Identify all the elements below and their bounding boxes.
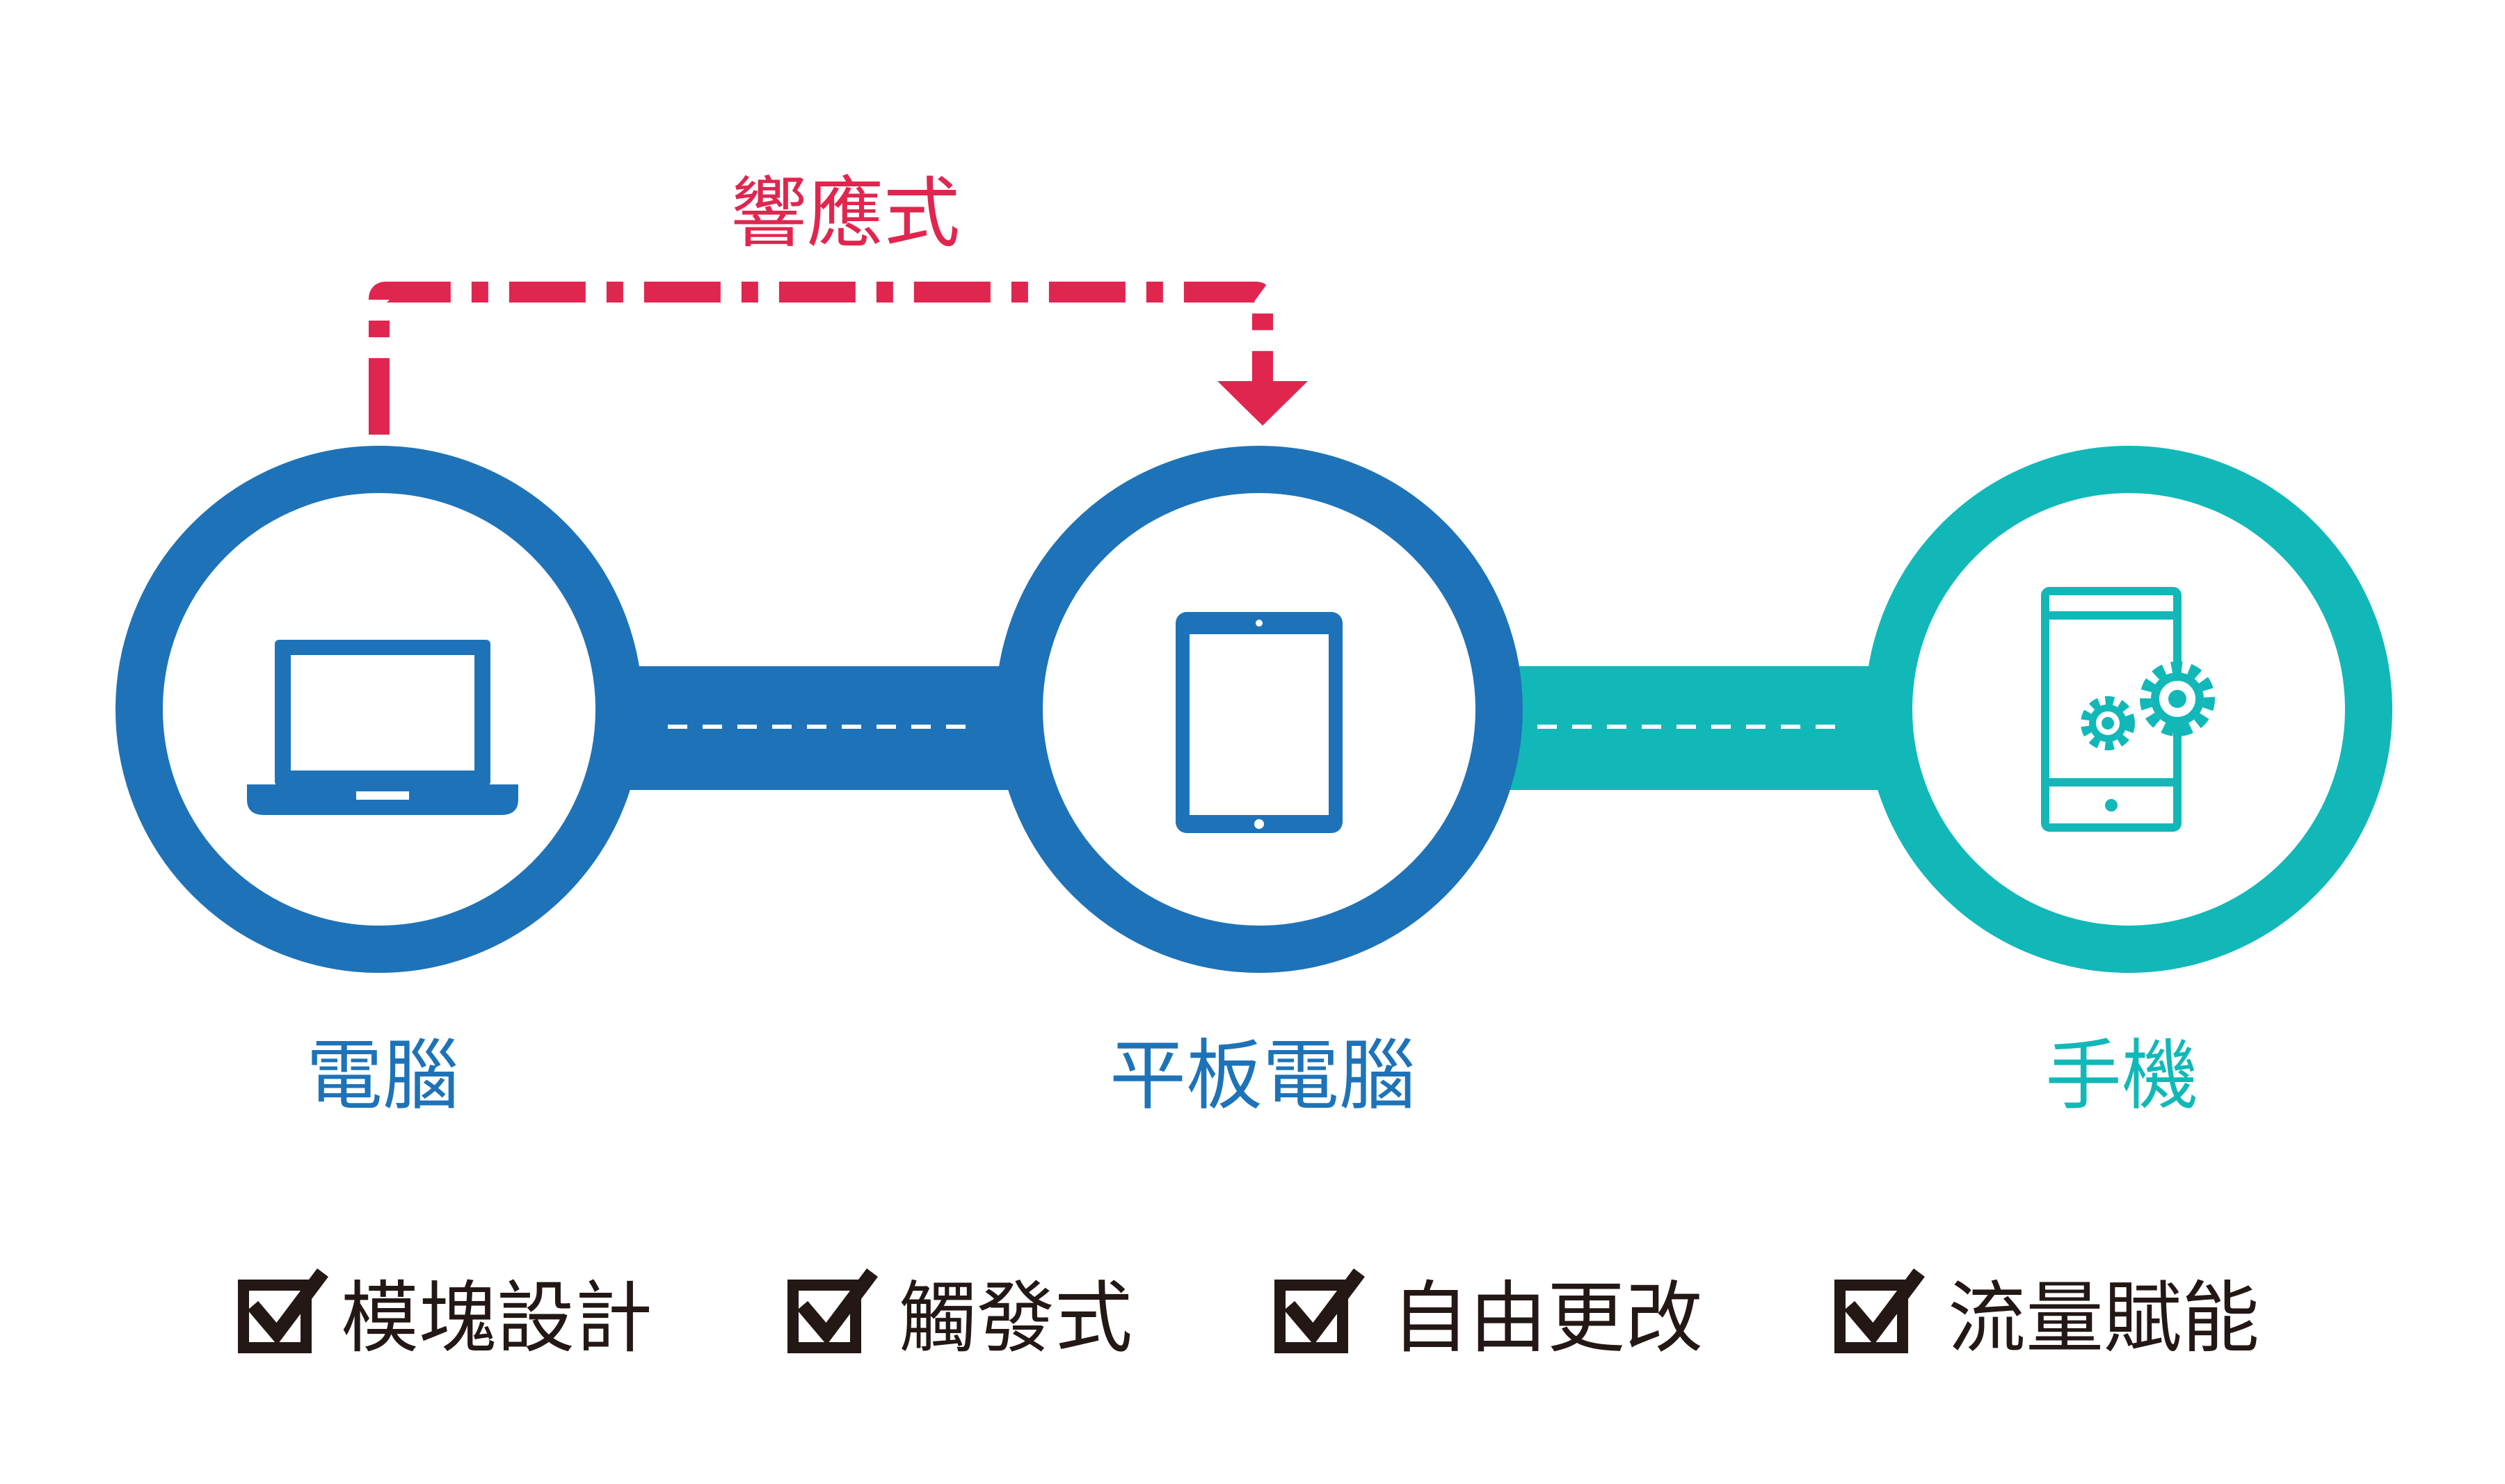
device-laptop bbox=[115, 446, 643, 973]
phone-gear-icon bbox=[2041, 587, 2215, 832]
feature-label: 流量賦能 bbox=[1948, 1273, 2259, 1364]
device-tablet bbox=[995, 446, 1523, 973]
device-label-laptop: 電腦 bbox=[306, 1031, 459, 1120]
phone-ring bbox=[1865, 446, 2392, 973]
tablet-icon bbox=[1176, 612, 1343, 833]
checkbox-checked-icon bbox=[1274, 1268, 1365, 1353]
responsive-arrow: 響應式 bbox=[369, 169, 1308, 435]
connector-tablet-phone bbox=[1489, 666, 1920, 790]
laptop-icon bbox=[247, 640, 518, 815]
feature-label: 自由更改 bbox=[1391, 1273, 1703, 1364]
responsive-arrow-head bbox=[1217, 381, 1308, 426]
feature-item-modular: 模塊設計 bbox=[238, 1268, 653, 1364]
checkbox-checked-icon bbox=[238, 1268, 328, 1353]
device-label-tablet: 平板電腦 bbox=[1110, 1031, 1416, 1120]
feature-label: 模塊設計 bbox=[341, 1273, 653, 1364]
feature-item-traffic: 流量賦能 bbox=[1834, 1268, 2259, 1364]
feature-item-trigger: 觸發式 bbox=[787, 1268, 1133, 1364]
checkbox-checked-icon bbox=[1834, 1268, 1925, 1353]
feature-label: 觸發式 bbox=[899, 1273, 1133, 1364]
device-phone bbox=[1865, 446, 2392, 973]
checkbox-checked-icon bbox=[787, 1268, 878, 1353]
responsive-dashdot-line bbox=[369, 282, 1273, 435]
device-label-phone: 手機 bbox=[2045, 1031, 2198, 1120]
connector-laptop-tablet bbox=[577, 666, 1030, 790]
feature-item-editable: 自由更改 bbox=[1274, 1268, 1703, 1364]
responsive-label: 響應式 bbox=[730, 169, 960, 258]
